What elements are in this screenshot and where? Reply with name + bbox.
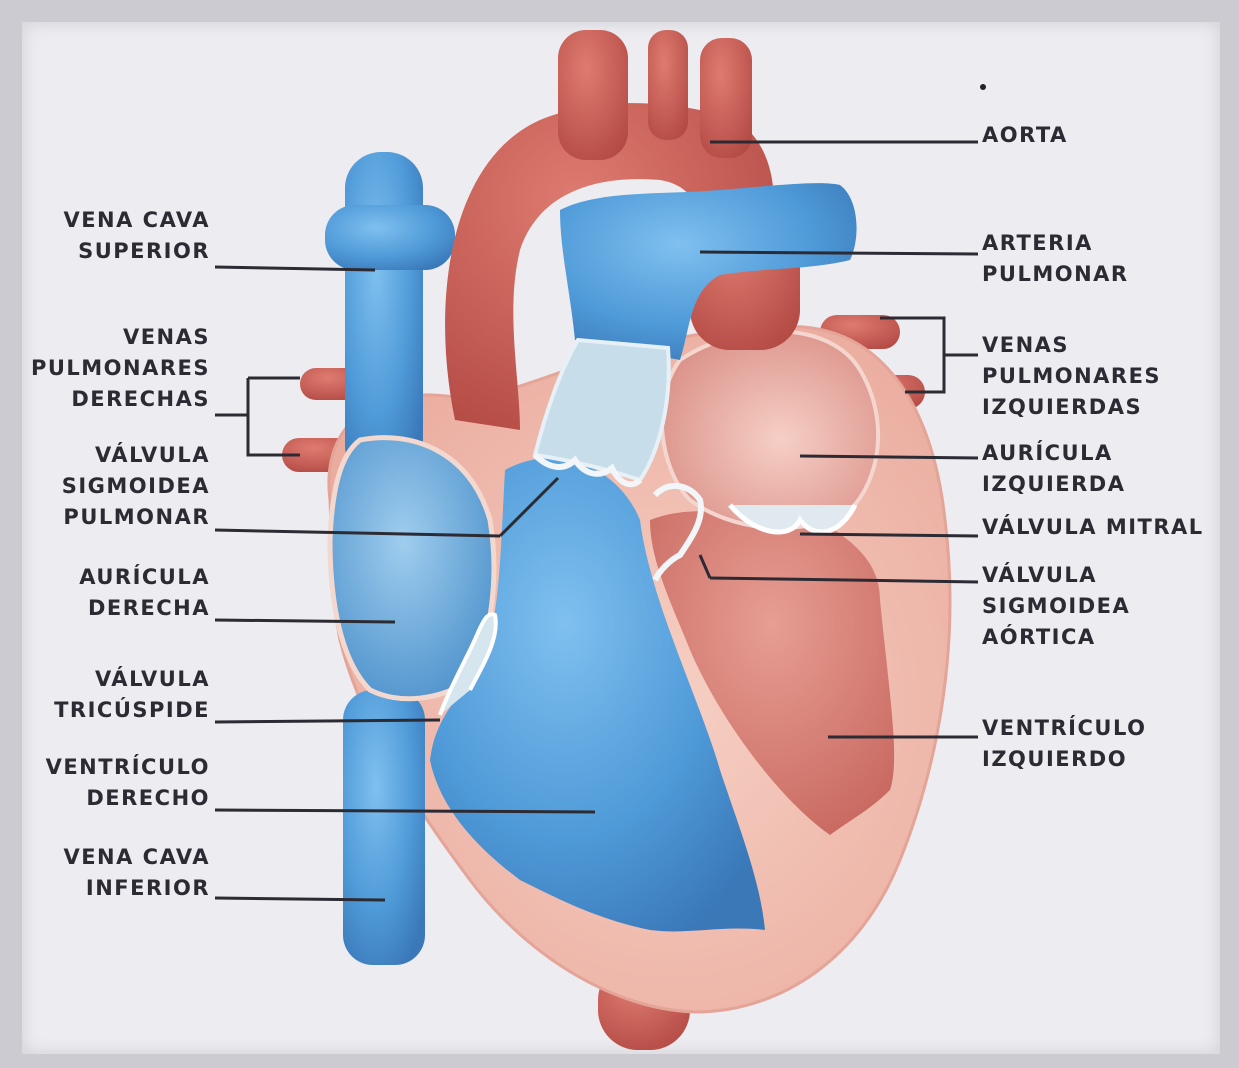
label-aorta: AORTA xyxy=(982,120,1068,151)
label-valvula-mitral: VÁLVULA MITRAL xyxy=(982,512,1204,543)
label-vena-cava-superior: VENA CAVA SUPERIOR xyxy=(63,205,210,267)
pulmonary-trunk-interior xyxy=(535,340,669,480)
label-venas-pulmonares-derechas: VENAS PULMONARES DERECHAS xyxy=(31,322,210,415)
label-arteria-pulmonar: ARTERIA PULMONAR xyxy=(982,228,1129,290)
label-auricula-derecha: AURÍCULA DERECHA xyxy=(79,562,210,624)
vena-cava-side-branch xyxy=(325,205,455,270)
left-atrium-shape xyxy=(662,331,878,528)
label-ventriculo-derecho: VENTRÍCULO DERECHO xyxy=(46,752,210,814)
label-venas-pulmonares-izquierdas: VENAS PULMONARES IZQUIERDAS xyxy=(982,330,1161,423)
label-vena-cava-inferior: VENA CAVA INFERIOR xyxy=(63,842,210,904)
label-valvula-sigmoidea-aortica: VÁLVULA SIGMOIDEA AÓRTICA xyxy=(982,560,1130,653)
vena-cava-superior-shape xyxy=(345,152,423,482)
label-auricula-izquierda: AURÍCULA IZQUIERDA xyxy=(982,438,1125,500)
label-ventriculo-izquierdo: VENTRÍCULO IZQUIERDO xyxy=(982,713,1146,775)
label-valvula-tricuspide: VÁLVULA TRICÚSPIDE xyxy=(54,664,210,726)
vena-cava-inferior-shape xyxy=(343,690,425,965)
label-valvula-sigmoidea-pulmonar: VÁLVULA SIGMOIDEA PULMONAR xyxy=(62,440,210,533)
speck xyxy=(980,84,986,90)
